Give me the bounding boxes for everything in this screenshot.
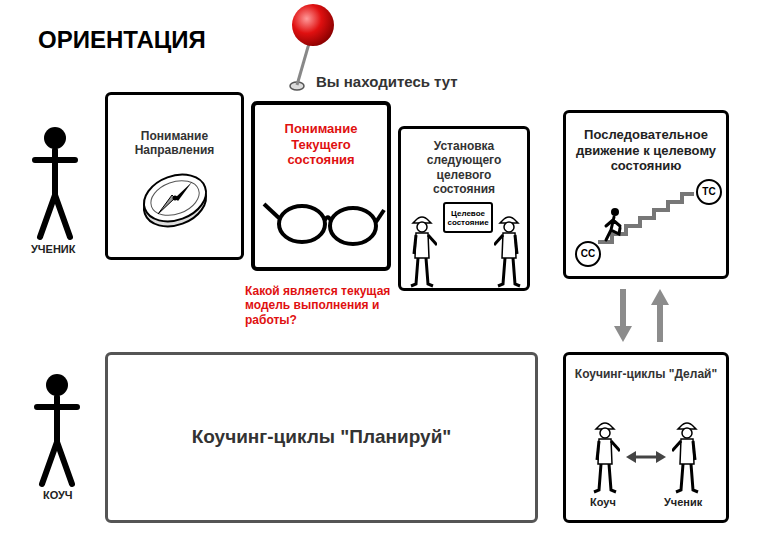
coach-figure (37, 374, 77, 484)
role-label: Коуч (590, 496, 630, 509)
node-text: ТС (698, 186, 719, 198)
plan-cycles-box: Коучинг-циклы "Планируй" (105, 352, 538, 523)
flow-arrow (614, 289, 632, 342)
page-title: ОРИЕНТАЦИЯ (38, 26, 206, 55)
node-text: Целевое состояние (443, 209, 492, 228)
arrow-head (614, 326, 632, 342)
node-text: Понимание Текущего состояния (255, 121, 387, 168)
glasses-icon (264, 204, 384, 244)
node-text: Последовательное движение к целевому сос… (566, 127, 726, 174)
node-text: СС (577, 248, 599, 260)
node-text: Коучинг-циклы "Делай" (566, 367, 726, 381)
flow-arrow (651, 289, 669, 342)
pin-needle (297, 40, 310, 85)
state-circle: ТС (696, 179, 722, 205)
location-label: Вы находитесь тут (316, 73, 496, 91)
state-circle: СС (575, 241, 601, 267)
worker-figure (672, 423, 698, 492)
arrow-head (651, 289, 669, 305)
role-label: КОУЧ (43, 489, 93, 502)
node-text: Понимание Направления (108, 129, 241, 158)
stage-box: Понимание Направления (105, 92, 244, 260)
node-text: Установка следующего целевого состояния (401, 139, 527, 197)
compass-icon (137, 166, 212, 234)
worker-figure (594, 423, 620, 492)
do-cycles-box: Коучинг-циклы "Делай" (563, 352, 729, 523)
target-state-box: Целевое состояние (443, 202, 493, 233)
role-label: УЧЕНИК (31, 243, 91, 256)
exchange-arrow (626, 451, 666, 463)
question-note: Какой является текущая модель выполнения… (245, 284, 403, 327)
stage-box: Установка следующего целевого состоянияЦ… (398, 126, 530, 291)
climber-figure (606, 208, 620, 240)
worker-figure (494, 217, 520, 286)
role-label: Ученик (664, 496, 719, 509)
arrow-shaft (620, 289, 626, 326)
pin-head (292, 4, 334, 46)
staircase (598, 194, 694, 242)
worker-figure (411, 217, 437, 286)
stage-box: Последовательное движение к целевому сос… (563, 110, 729, 279)
student-figure (35, 127, 75, 237)
arrow-shaft (657, 305, 663, 342)
current-stage-box: Понимание Текущего состояния (251, 101, 391, 271)
node-text: Коучинг-циклы "Планируй" (188, 426, 456, 449)
